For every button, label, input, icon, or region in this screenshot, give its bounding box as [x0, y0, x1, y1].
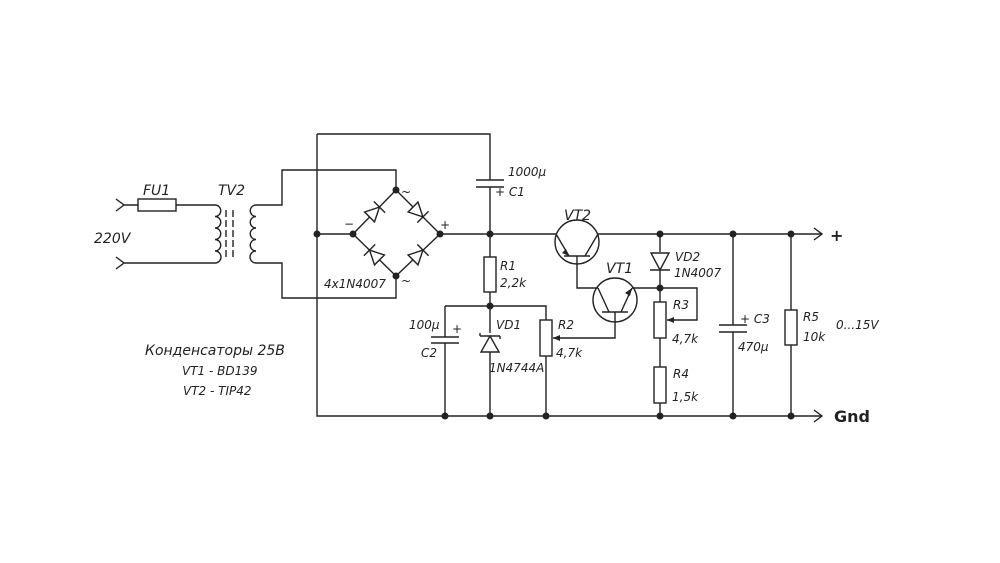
note-capacitors: Конденсаторы 25В: [145, 343, 285, 359]
resistor-r1: [483, 256, 497, 293]
label-tv2: TV2: [218, 183, 245, 199]
label-c3-name: + C3: [740, 312, 770, 326]
label-vd2-name: VD2: [675, 250, 700, 264]
label-bridge: 4x1N4007: [324, 277, 386, 291]
label-c2-value: 100µ: [409, 318, 440, 332]
label-c2-name: C2: [421, 346, 437, 360]
label-vt1: VT1: [606, 261, 633, 277]
zener-vd1: [479, 333, 501, 353]
label-c2-plus: +: [452, 322, 462, 336]
label-bridge-plus: +: [440, 218, 450, 232]
output-gnd-arrow: [813, 409, 824, 423]
label-r5-name: R5: [803, 310, 819, 324]
label-r2-value: 4,7k: [556, 346, 583, 360]
label-r3-value: 4,7k: [672, 332, 699, 346]
label-vd1-name: VD1: [496, 318, 521, 332]
label-c1-value: 1000µ: [508, 165, 547, 179]
label-fu1: FU1: [143, 183, 170, 199]
note-vt2-part: VT2 - TIP42: [183, 384, 252, 398]
transistor-vt1: [592, 277, 660, 323]
transistor-vt2: [554, 219, 600, 289]
label-c3-value: 470µ: [738, 340, 769, 354]
label-r1-name: R1: [500, 259, 516, 273]
note-vt1-part: VT1 - BD139: [182, 364, 258, 378]
label-bridge-minus: −: [344, 217, 354, 231]
label-input-voltage: 220V: [94, 231, 132, 247]
diode-vd2: [649, 234, 671, 302]
output-plus-arrow: [813, 227, 824, 241]
label-r2-name: R2: [558, 318, 574, 332]
capacitor-c2: [431, 336, 459, 344]
label-r4-value: 1,5k: [672, 390, 699, 404]
capacitor-c3: [719, 234, 747, 416]
junction-dots: [313, 186, 795, 420]
label-r5-value: 10k: [803, 330, 826, 344]
label-output-range: 0...15V: [836, 318, 879, 332]
label-output-plus: +: [830, 226, 843, 245]
label-vd1-value: 1N4744A: [489, 361, 544, 375]
resistor-r5: [784, 309, 798, 346]
label-r3-name: R3: [673, 298, 689, 312]
capacitor-c1: [476, 179, 504, 188]
label-bridge-ac-bottom: ~: [401, 274, 411, 288]
label-bridge-ac-top: ~: [401, 185, 411, 199]
potentiometer-r2: [539, 319, 553, 357]
label-c1-name: + C1: [495, 185, 525, 199]
label-vt2: VT2: [564, 208, 591, 224]
label-vd2-value: 1N4007: [674, 266, 722, 280]
input-terminals: [115, 198, 215, 270]
potentiometer-r3: [653, 301, 667, 339]
transformer-tv2: [214, 169, 397, 299]
label-output-gnd: Gnd: [834, 407, 870, 426]
diode-bridge: [317, 189, 490, 277]
wires: [316, 133, 822, 417]
resistor-r4: [653, 366, 667, 404]
label-r4-name: R4: [673, 367, 689, 381]
fuse-fu1: [137, 198, 177, 212]
label-r1-value: 2,2k: [500, 276, 527, 290]
